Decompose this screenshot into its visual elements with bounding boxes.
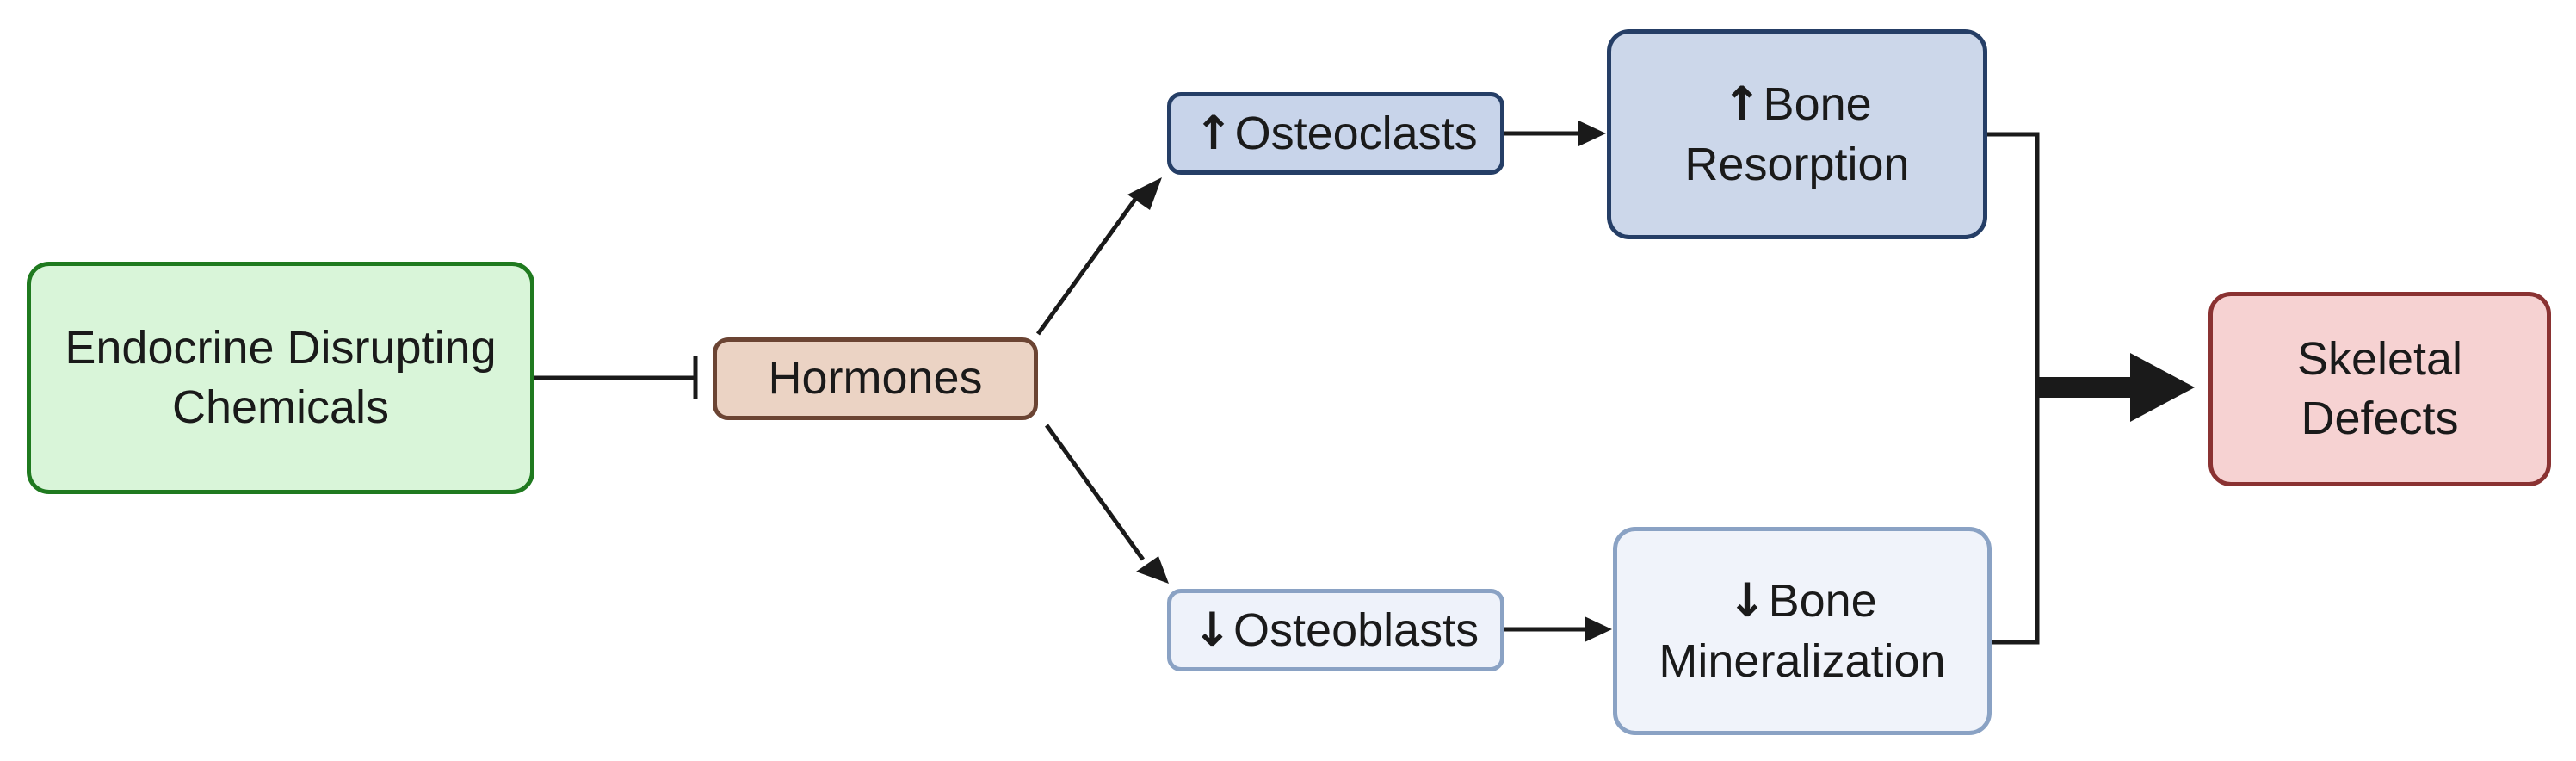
edge-edc-inhibits-hormones: [534, 356, 698, 399]
node-label: ↑Bone Resorption: [1684, 74, 1909, 194]
edge-hormones-to-osteoblasts: [1044, 424, 1169, 584]
node-label-line1: ↑Bone: [1684, 74, 1909, 134]
node-osteoblasts: ↓Osteoblasts: [1167, 589, 1504, 671]
node-label-line1: ↓Bone: [1659, 571, 1945, 631]
node-label-text: Bone: [1768, 575, 1877, 628]
edge-bracket-to-defects: [1987, 132, 2195, 645]
node-endocrine-disrupting-chemicals: Endocrine Disrupting Chemicals: [27, 262, 534, 494]
down-arrow-icon: ↓: [1192, 602, 1232, 657]
edge-osteoblasts-to-mineralization: [1504, 616, 1612, 642]
node-label: ↓Bone Mineralization: [1659, 571, 1945, 690]
node-bone-resorption: ↑Bone Resorption: [1607, 29, 1987, 239]
node-label-text: Osteoblasts: [1233, 603, 1480, 656]
node-hormones: Hormones: [713, 337, 1038, 420]
node-label-line2: Mineralization: [1659, 634, 1946, 687]
node-label-line1: Endocrine Disrupting: [65, 321, 497, 374]
edge-hormones-to-osteoclasts: [1035, 177, 1162, 336]
node-label: ↑Osteoclasts: [1194, 103, 1477, 164]
up-arrow-icon: ↑: [1722, 77, 1762, 132]
node-skeletal-defects: Skeletal Defects: [2208, 292, 2551, 486]
node-osteoclasts: ↑Osteoclasts: [1167, 92, 1504, 175]
node-label-text: Bone: [1763, 78, 1872, 131]
node-label: Endocrine Disrupting Chemicals: [65, 319, 496, 437]
edge-osteoclasts-to-resorption: [1504, 121, 1606, 146]
node-label-line2: Resorption: [1684, 138, 1910, 190]
down-arrow-icon: ↓: [1727, 573, 1767, 628]
node-label-line2: Defects: [2301, 393, 2459, 444]
node-bone-mineralization: ↓Bone Mineralization: [1613, 527, 1992, 735]
node-label: Hormones: [768, 352, 983, 405]
node-label: ↓Osteoblasts: [1193, 600, 1479, 660]
node-label-line2: Chemicals: [171, 381, 390, 433]
node-label-text: Osteoclasts: [1234, 107, 1478, 159]
up-arrow-icon: ↑: [1194, 105, 1233, 160]
node-label-line1: Skeletal: [2296, 332, 2463, 385]
node-label: Skeletal Defects: [2297, 330, 2462, 449]
